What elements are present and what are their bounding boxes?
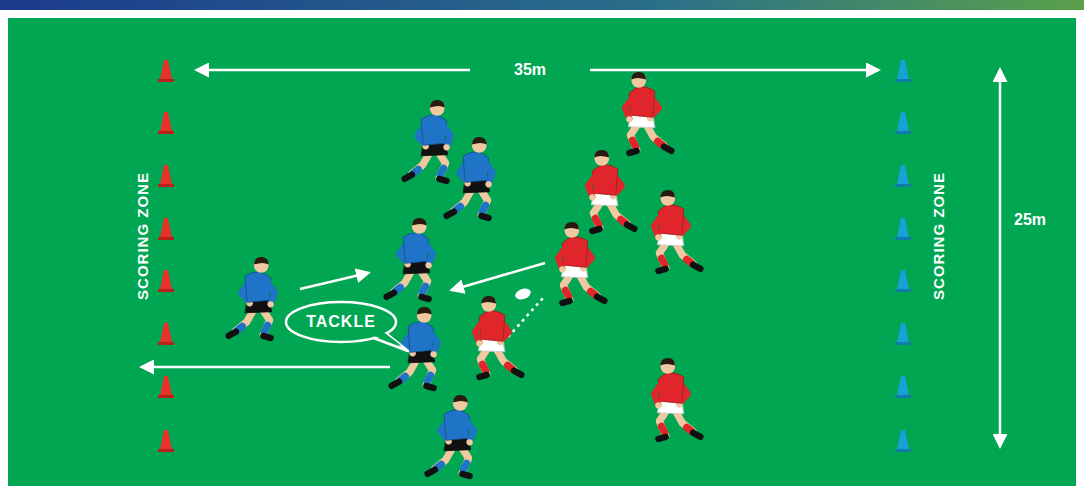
dimension-label: 35m (514, 61, 546, 79)
speech-bubble: TACKLE (286, 302, 396, 342)
red-cones (158, 60, 174, 452)
pitch (8, 18, 1076, 486)
blue-players (229, 100, 493, 476)
header-bar (0, 0, 1084, 10)
blue-cones (895, 60, 911, 452)
red-players (475, 72, 700, 439)
dimension-arrows (197, 70, 1000, 446)
zone-label: SCORING ZONE (135, 172, 152, 300)
dimension-label: 25m (1014, 211, 1046, 229)
zone-label: SCORING ZONE (931, 172, 948, 300)
callout-text: TACKLE (286, 302, 396, 341)
rugby-ball (514, 287, 532, 302)
